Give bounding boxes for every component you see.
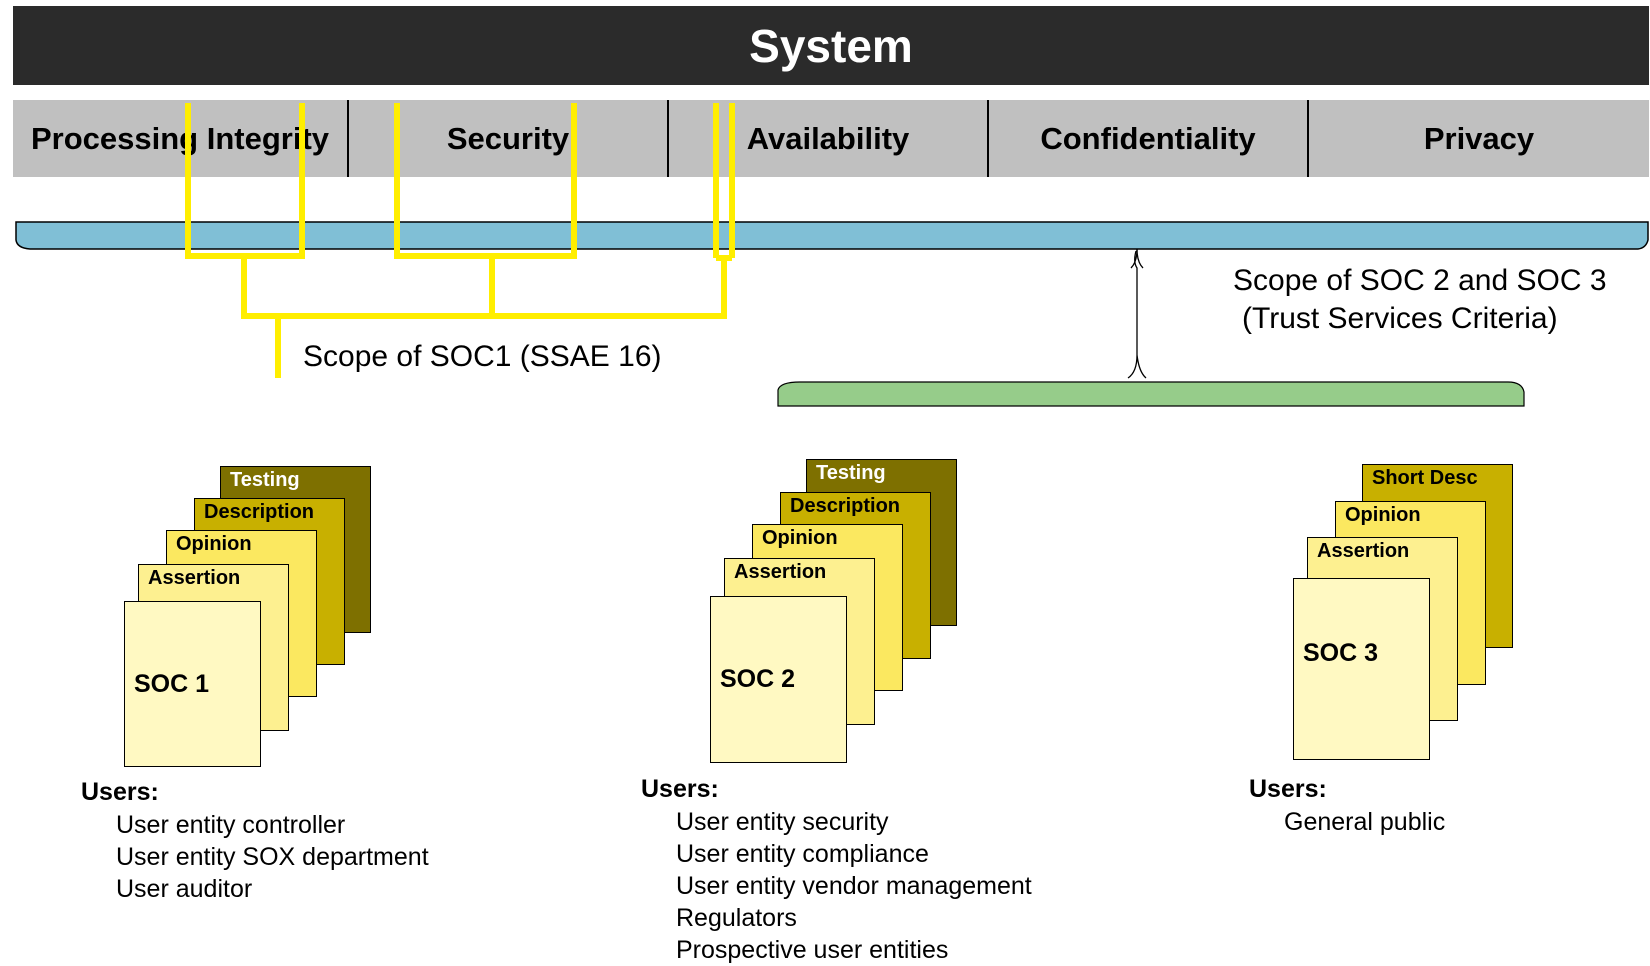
list-item: General public xyxy=(1284,808,1446,836)
list-item: Regulators xyxy=(676,904,797,932)
system-header: System xyxy=(13,6,1649,85)
soc1-users: Users: User entity controller User entit… xyxy=(81,778,429,905)
criterion-privacy: Privacy xyxy=(1423,120,1535,156)
soc2-users-list: User entity security User entity complia… xyxy=(676,806,1032,966)
soc3-users: Users: General public xyxy=(1249,775,1445,838)
soc23-scope-label-line2: (Trust Services Criteria) xyxy=(1242,302,1558,335)
soc3-users-list: General public xyxy=(1284,806,1445,838)
system-title: System xyxy=(749,19,913,72)
criteria-bar: Processing Integrity Security Availabili… xyxy=(13,100,1649,177)
soc23-scope-label-line1: Scope of SOC 2 and SOC 3 xyxy=(1233,264,1607,297)
criterion-security: Security xyxy=(349,100,669,177)
soc1-front-page: SOC 1 xyxy=(124,601,261,767)
soc1-users-label: Users: xyxy=(81,778,159,806)
list-item: User entity controller xyxy=(116,811,346,839)
list-item: Prospective user entities xyxy=(676,936,949,964)
scope-brace xyxy=(1127,250,1147,379)
soc1-scope-lines xyxy=(185,103,735,378)
criterion-processing-integrity: Processing Integrity xyxy=(13,100,349,177)
green-scope-bracket xyxy=(777,381,1525,407)
list-item: User auditor xyxy=(116,875,253,903)
soc2-users-label: Users: xyxy=(641,775,719,803)
criterion-availability: Availability xyxy=(669,100,989,177)
soc1-users-list: User entity controller User entity SOX d… xyxy=(116,809,429,905)
soc2-users: Users: User entity security User entity … xyxy=(641,775,1032,966)
list-item: User entity SOX department xyxy=(116,843,429,871)
blue-scope-bracket xyxy=(15,221,1649,250)
soc2-front-page: SOC 2 xyxy=(710,596,847,763)
soc1-scope-label: Scope of SOC1 (SSAE 16) xyxy=(303,340,662,373)
list-item: User entity compliance xyxy=(676,840,929,868)
criterion-confidentiality: Confidentiality xyxy=(989,100,1309,177)
list-item: User entity security xyxy=(676,808,889,836)
list-item: User entity vendor management xyxy=(676,872,1032,900)
soc3-front-page: SOC 3 xyxy=(1293,578,1430,760)
soc3-users-label: Users: xyxy=(1249,775,1327,803)
